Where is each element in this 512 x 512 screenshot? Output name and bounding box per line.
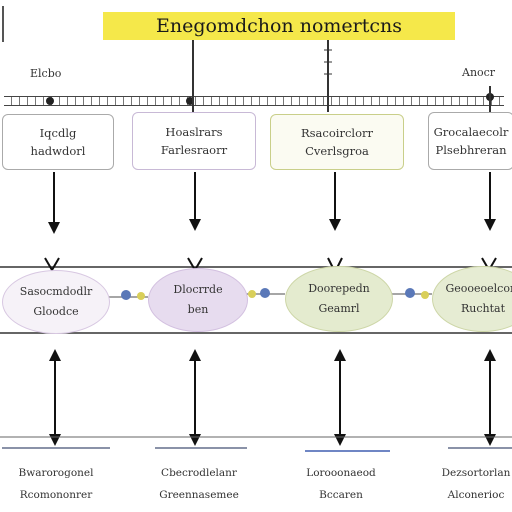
box-line-1: Grocalaecolr	[433, 125, 509, 139]
box-line-1: Rsacoirclorr	[301, 126, 373, 140]
process-box: Grocalaecolr Plsebhreran	[428, 112, 512, 170]
box-line-2: Farlesraorr	[160, 143, 228, 157]
process-node: Geooeoelcorr Ruchtat	[432, 266, 512, 332]
stage-label: Dezsortorlan Alconerioc	[440, 462, 512, 506]
stage-baseline	[2, 447, 110, 449]
stage-label-line-1: Dezsortorlan	[441, 467, 511, 479]
stage-label-line-1: Bwarorogonel	[18, 467, 94, 479]
node-line-2: ben	[187, 303, 209, 316]
node-line-1: Sasocmdodlr	[19, 285, 93, 298]
process-node: Doorepedn Geamrl	[285, 266, 393, 332]
node-line-1: Dlocrrde	[173, 283, 223, 296]
stage-label: Bwarorogonel Rcomononrer	[2, 462, 110, 506]
stage-label: Lorooonaeod Bccaren	[286, 462, 396, 506]
node-line-1: Geooeoelcorr	[445, 282, 512, 295]
node-line-2: Gloodce	[33, 305, 79, 318]
rail-node	[46, 97, 54, 105]
process-node: Dlocrrde ben	[148, 268, 248, 332]
box-line-2: hadwdorl	[30, 144, 86, 158]
top-rail	[4, 96, 504, 106]
node-line-1: Doorepedn	[308, 282, 370, 295]
stage-label: Cbecrodlelanr Greennasemee	[140, 462, 258, 506]
stage-baseline	[448, 447, 512, 449]
connector-dot	[248, 290, 256, 298]
stage-baseline	[305, 450, 390, 452]
connector-dot	[260, 288, 270, 298]
top-label-left: Elcbo	[30, 67, 62, 80]
stage-label-line-2: Alconerioc	[447, 489, 505, 501]
stage-label-line-2: Greennasemee	[159, 489, 239, 501]
process-box: Iqcdlg hadwdorl	[2, 114, 114, 170]
diagram-title: Enegomdchon nomertcns	[103, 12, 455, 40]
box-line-2: Plsebhreran	[435, 143, 507, 157]
stage-label-line-2: Bccaren	[319, 489, 363, 501]
stage-label-line-1: Lorooonaeod	[306, 467, 376, 479]
corner-bracket	[2, 6, 14, 42]
stage-baseline	[155, 447, 247, 449]
box-line-1: Iqcdlg	[39, 126, 77, 140]
connector-dot	[405, 288, 415, 298]
process-box: Hoaslrars Farlesraorr	[132, 112, 256, 170]
top-label-right: Anocr	[462, 66, 496, 79]
stage-label-line-2: Rcomononrer	[19, 489, 93, 501]
node-line-2: Ruchtat	[460, 302, 505, 315]
box-line-2: Cverlsgroa	[305, 144, 369, 158]
connector-dot	[121, 290, 131, 300]
process-node: Sasocmdodlr Gloodce	[2, 270, 110, 334]
connector-dot	[137, 292, 145, 300]
connector-dot	[421, 291, 429, 299]
node-line-2: Geamrl	[318, 302, 360, 315]
stage-label-line-1: Cbecrodlelanr	[161, 467, 237, 479]
box-line-1: Hoaslrars	[165, 125, 223, 139]
process-box: Rsacoirclorr Cverlsgroa	[270, 114, 404, 170]
